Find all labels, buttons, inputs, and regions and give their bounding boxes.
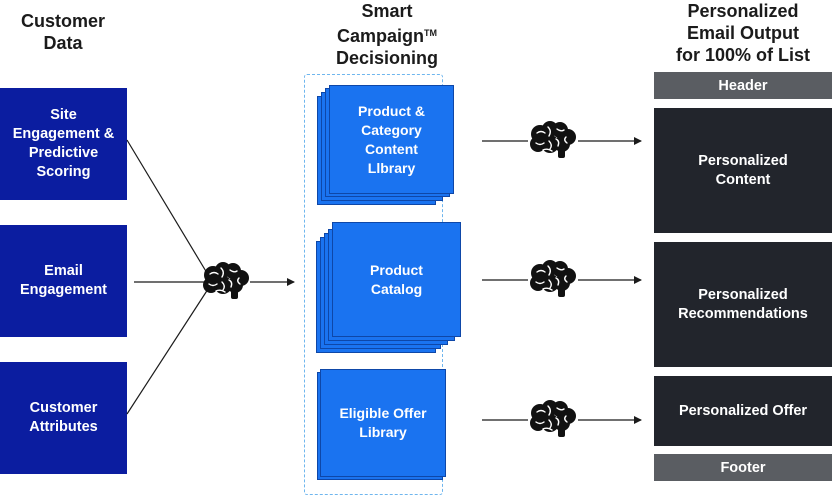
output-line: Personalized Offer	[678, 402, 808, 419]
library-line: Catalog	[370, 280, 423, 297]
source-line: Predictive	[28, 145, 99, 161]
brain-icon	[530, 260, 576, 297]
heading-word: Campaign	[336, 26, 424, 46]
library-line: Product	[370, 261, 423, 278]
output-personalized-offer: Personalized Offer	[654, 376, 832, 446]
library-line: Library	[359, 424, 407, 440]
customer-data-heading: Customer Data	[4, 10, 122, 54]
stack-sheet	[329, 85, 454, 194]
brain-icon	[203, 262, 249, 299]
library-line: Llbrary	[367, 159, 416, 176]
connector-line	[126, 285, 211, 415]
stack-sheet	[320, 369, 446, 477]
source-line: Engagement	[19, 282, 107, 298]
heading-line: Decisioning	[335, 48, 438, 68]
library-line: Content	[365, 140, 418, 157]
library-line: Category	[361, 121, 422, 138]
output-line: Content	[715, 171, 771, 188]
heading-line: Customer	[20, 11, 105, 31]
output-line: Personalized	[698, 286, 788, 303]
output-personalized-recommendations: Personalized Recommendations	[654, 242, 832, 367]
library-label: Product Catalog	[332, 222, 461, 337]
connector-line	[126, 139, 211, 279]
brain-icon	[530, 400, 576, 437]
library-label: Eligible Offer Library	[320, 369, 446, 477]
output-header-bar: Header	[654, 72, 832, 99]
source-line: Customer	[29, 400, 98, 416]
output-line: Recommendations	[678, 305, 808, 322]
heading-line: Smart	[361, 1, 413, 21]
smart-campaign-heading: Smart CampaignTM Decisioning	[312, 0, 462, 69]
source-line: Site	[50, 107, 77, 123]
output-personalized-content: Personalized Content	[654, 108, 832, 233]
source-line: Attributes	[29, 419, 98, 435]
library-line: Eligible Offer	[339, 405, 427, 421]
heading-line: Data	[43, 33, 83, 53]
output-footer-bar: Footer	[654, 454, 832, 481]
output-line: Personalized	[698, 152, 788, 169]
library-line: Product &	[358, 102, 425, 119]
trademark-mark: TM	[424, 28, 437, 38]
source-site-engagement: Site Engagement & Predictive Scoring	[0, 88, 127, 200]
source-line: Scoring	[36, 164, 91, 180]
brain-icon	[530, 121, 576, 158]
heading-line: CampaignTM	[312, 22, 462, 47]
source-email-engagement: Email Engagement	[0, 225, 127, 337]
source-line: Engagement &	[12, 126, 115, 142]
stack-sheet	[332, 222, 461, 337]
heading-line: Email Output	[687, 23, 799, 43]
email-output-heading: Personalized Email Output for 100% of Li…	[654, 0, 832, 66]
source-line: Email	[44, 263, 83, 279]
heading-line: for 100% of List	[675, 45, 811, 65]
source-customer-attributes: Customer Attributes	[0, 362, 127, 474]
library-label: Product & Category Content Llbrary	[329, 85, 454, 194]
heading-line: Personalized	[687, 1, 799, 21]
